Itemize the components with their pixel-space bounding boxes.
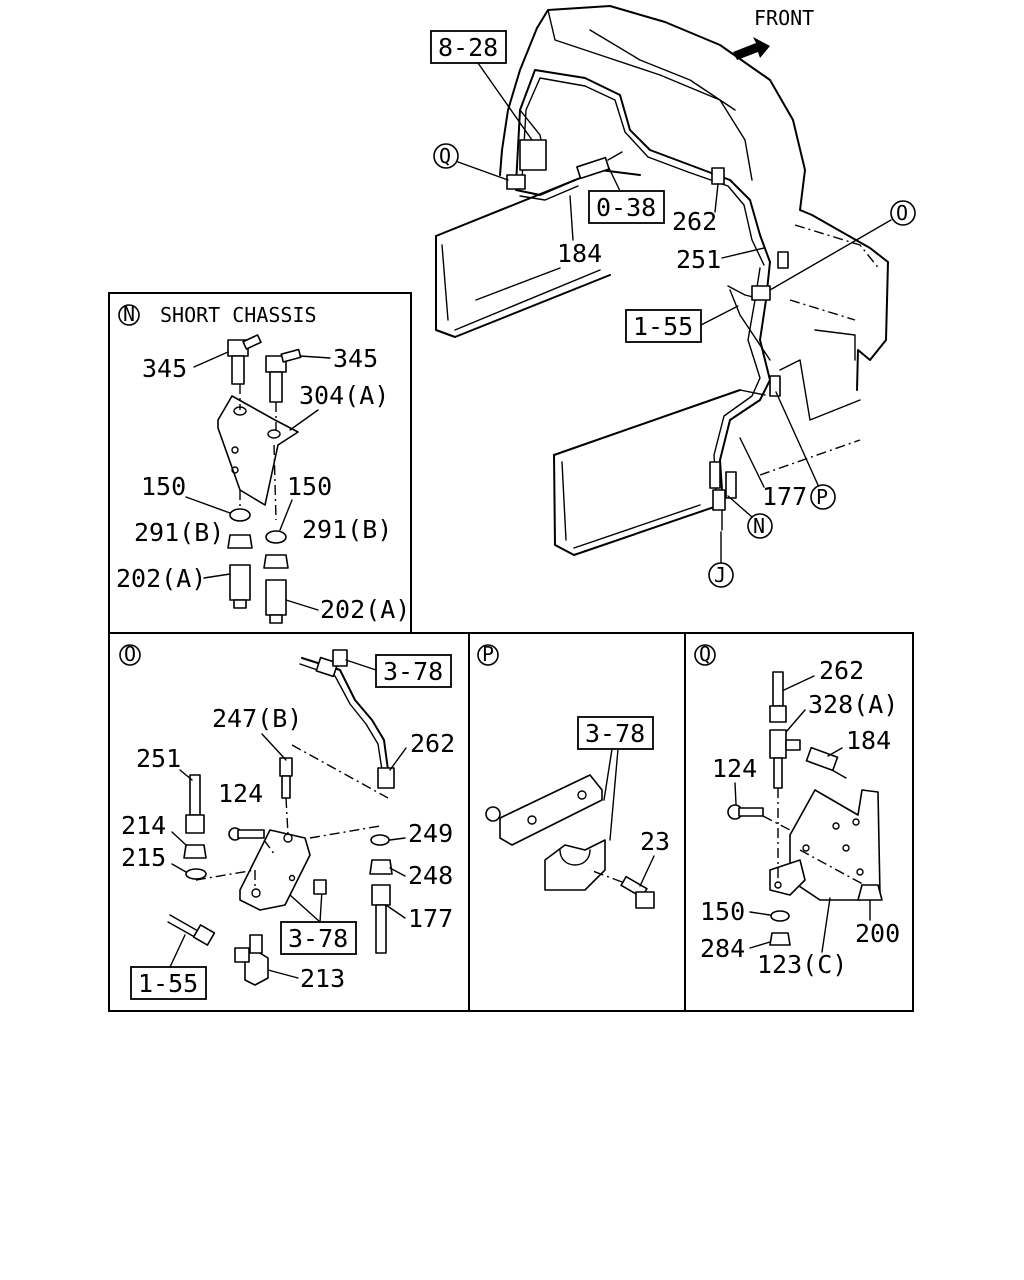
panel-n-title: SHORT CHASSIS <box>160 303 317 327</box>
callout-j[interactable]: J <box>708 531 734 588</box>
svg-text:1-55: 1-55 <box>138 969 198 998</box>
label-249: 249 <box>408 819 453 848</box>
ref-box-3-78-bottom[interactable]: 3-78 <box>280 889 357 955</box>
panel-p-circle: P <box>482 642 494 666</box>
label-328a: 328(A) <box>808 690 898 719</box>
callout-p[interactable]: P <box>775 391 836 510</box>
label-262: 262 <box>410 729 455 758</box>
label-202a-left: 202(A) <box>116 564 206 593</box>
ref-box-3-78[interactable]: 3-78 <box>577 716 654 841</box>
brake-piping <box>506 69 789 531</box>
label-248: 248 <box>408 861 453 890</box>
part-label-177: 177 <box>762 482 807 511</box>
ref-box-3-78-top[interactable]: 3-78 <box>345 654 452 688</box>
label-262: 262 <box>819 656 864 685</box>
cab-outline <box>499 5 889 421</box>
label-177: 177 <box>408 904 453 933</box>
bracket-304a <box>217 395 299 506</box>
svg-text:3-78: 3-78 <box>383 657 443 686</box>
label-150-left: 150 <box>141 472 186 501</box>
label-23: 23 <box>640 827 670 856</box>
label-291b-left: 291(B) <box>134 518 224 547</box>
svg-text:8-28: 8-28 <box>438 33 498 62</box>
part-label-262: 262 <box>672 207 717 236</box>
label-345-right: 345 <box>333 344 378 373</box>
callout-o[interactable]: O <box>769 200 916 291</box>
front-arrow-icon <box>733 37 770 60</box>
front-label: FRONT <box>754 6 814 30</box>
label-215: 215 <box>121 843 166 872</box>
panel-o-circle: O <box>124 642 136 666</box>
label-304a: 304(A) <box>299 381 389 410</box>
label-345-left: 345 <box>142 354 187 383</box>
label-124: 124 <box>712 754 757 783</box>
label-284: 284 <box>700 934 745 963</box>
ref-box-1-55[interactable]: 1-55 <box>625 305 739 343</box>
callout-n[interactable]: N <box>727 495 773 539</box>
label-150: 150 <box>700 897 745 926</box>
ref-box-8-28[interactable]: 8-28 <box>430 30 533 141</box>
svg-text:J: J <box>714 563 726 587</box>
label-124: 124 <box>218 779 263 808</box>
clip-bracket <box>499 774 603 846</box>
tee-fitting-345-left <box>227 334 262 385</box>
svg-text:Q: Q <box>439 144 451 168</box>
callout-q[interactable]: Q <box>433 143 509 181</box>
part-label-251: 251 <box>676 245 721 274</box>
label-202a-right: 202(A) <box>320 595 410 624</box>
panel-q: Q 262 328(A) 184 <box>684 632 914 1012</box>
panel-n: N SHORT CHASSIS <box>108 292 412 634</box>
label-184: 184 <box>846 726 891 755</box>
svg-text:P: P <box>816 485 828 509</box>
label-214: 214 <box>121 811 166 840</box>
ref-box-1-55[interactable]: 1-55 <box>130 934 207 1000</box>
label-247b: 247(B) <box>212 704 302 733</box>
label-200: 200 <box>855 919 900 948</box>
lower-frame-rail <box>553 389 861 556</box>
panel-o: O 3-78 3-78 1-55 <box>108 632 470 1012</box>
panel-p: P 3-78 23 <box>468 632 686 1012</box>
ref-box-0-38[interactable]: 0-38 <box>588 165 665 224</box>
svg-text:N: N <box>753 514 765 538</box>
svg-text:O: O <box>896 201 908 225</box>
label-251: 251 <box>136 744 181 773</box>
part-label-184: 184 <box>557 239 602 268</box>
svg-text:1-55: 1-55 <box>633 312 693 341</box>
label-123c: 123(C) <box>757 950 847 979</box>
panel-q-circle: Q <box>699 642 711 666</box>
label-291b-right: 291(B) <box>302 515 392 544</box>
tee-fitting-345-right <box>265 348 302 403</box>
panel-n-circle: N <box>123 302 135 326</box>
label-150-right: 150 <box>287 472 332 501</box>
svg-text:3-78: 3-78 <box>585 719 645 748</box>
svg-text:0-38: 0-38 <box>596 193 656 222</box>
bracket-o <box>239 829 311 911</box>
label-213: 213 <box>300 964 345 993</box>
bracket-123c <box>789 789 881 901</box>
main-view: FRONT <box>430 5 916 588</box>
svg-text:3-78: 3-78 <box>288 924 348 953</box>
